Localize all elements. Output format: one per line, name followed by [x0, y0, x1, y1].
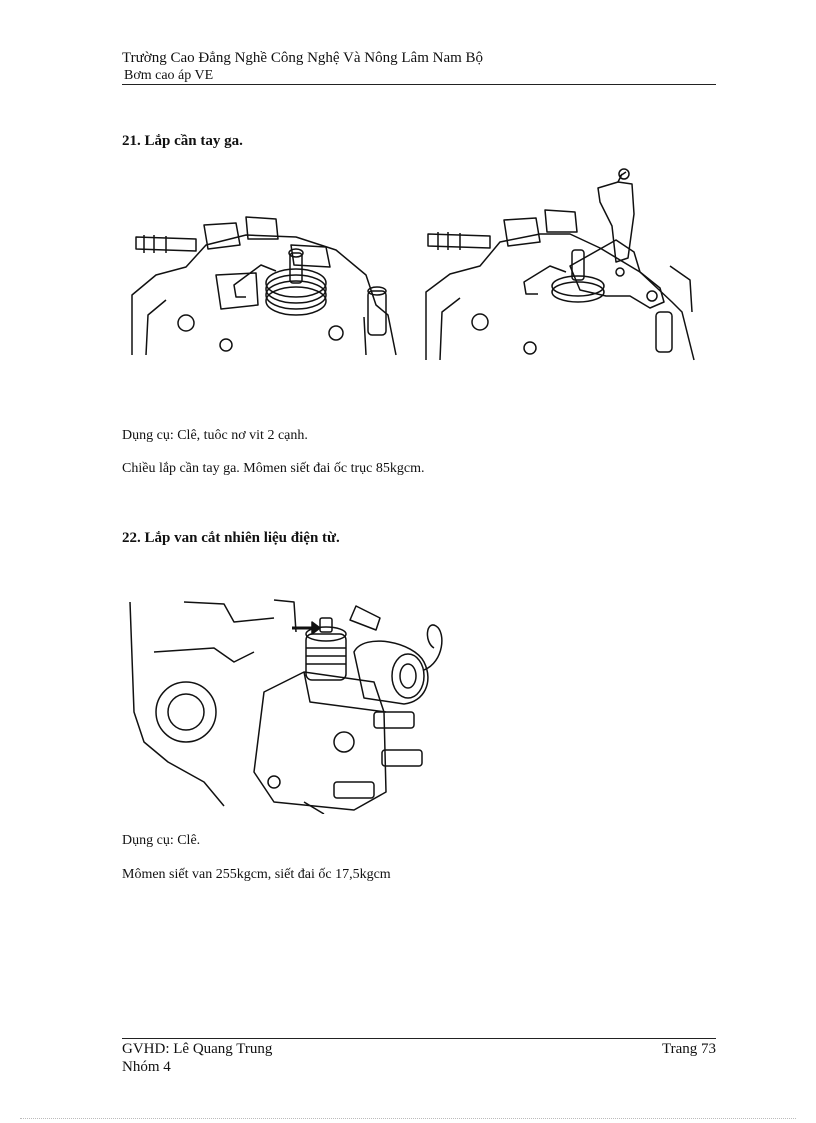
pump-spring-illustration-icon: [131, 216, 397, 356]
section-22-instruction: Mômen siết van 255kgcm, siết đai ốc 17,5…: [122, 867, 391, 882]
footer-divider: [122, 1038, 716, 1039]
pump-throttle-lever-illustration-icon: [425, 168, 695, 361]
section-22-tools: Dụng cụ: Clê.: [122, 833, 201, 848]
page-edge-dotted-line: [20, 1118, 796, 1119]
figure-pump-throttle-lever: [420, 162, 700, 364]
figure-fuel-cut-solenoid: [124, 592, 464, 814]
footer-instructor: GVHD: Lê Quang Trung: [122, 1041, 273, 1057]
section-21-heading: 21. Lắp cần tay ga.: [122, 133, 243, 149]
fuel-cut-solenoid-illustration-icon: [129, 599, 443, 814]
header-subject: Bơm cao áp VE: [124, 68, 214, 83]
footer-page-number: Trang 73: [661, 1041, 716, 1057]
figure-pump-spring: [126, 205, 406, 365]
section-21-tools: Dụng cụ: Clê, tuôc nơ vit 2 cạnh.: [122, 428, 308, 443]
header-divider: [122, 84, 716, 85]
section-21-instruction: Chiều lắp cần tay ga. Mômen siết đai ốc …: [122, 461, 425, 476]
section-22-heading: 22. Lắp van cắt nhiên liệu điện từ.: [122, 530, 340, 546]
footer-group: Nhóm 4: [122, 1059, 171, 1075]
header-school-name: Trường Cao Đẳng Nghề Công Nghệ Và Nông L…: [122, 50, 484, 66]
